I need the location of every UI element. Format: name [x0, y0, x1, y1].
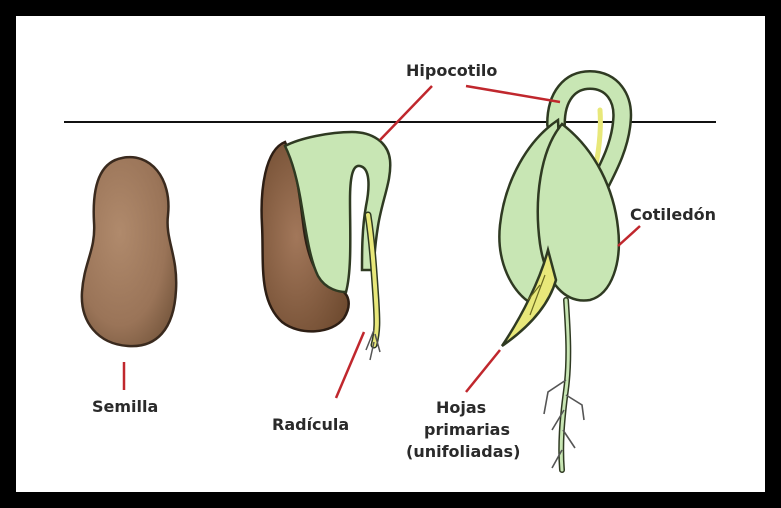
- leader-cotiledon: [618, 226, 640, 246]
- label-cotiledon: Cotiledón: [630, 205, 716, 224]
- label-hojas-line2: primarias: [424, 420, 510, 439]
- leader-hipocotilo-left: [380, 86, 432, 140]
- leader-radicula: [336, 332, 364, 398]
- seedling-cotiledon-stage: [499, 80, 622, 470]
- leader-hojas: [466, 350, 500, 392]
- label-hipocotilo: Hipocotilo: [406, 61, 497, 80]
- label-radicula: Radícula: [272, 415, 349, 434]
- seed-semilla: [82, 157, 176, 346]
- label-hojas-line1: Hojas: [436, 398, 486, 417]
- label-semilla: Semilla: [92, 397, 158, 416]
- seed-radicula-stage: [262, 132, 391, 360]
- leader-hipocotilo-right: [466, 86, 560, 102]
- label-hojas-line3: (unifoliadas): [406, 442, 520, 461]
